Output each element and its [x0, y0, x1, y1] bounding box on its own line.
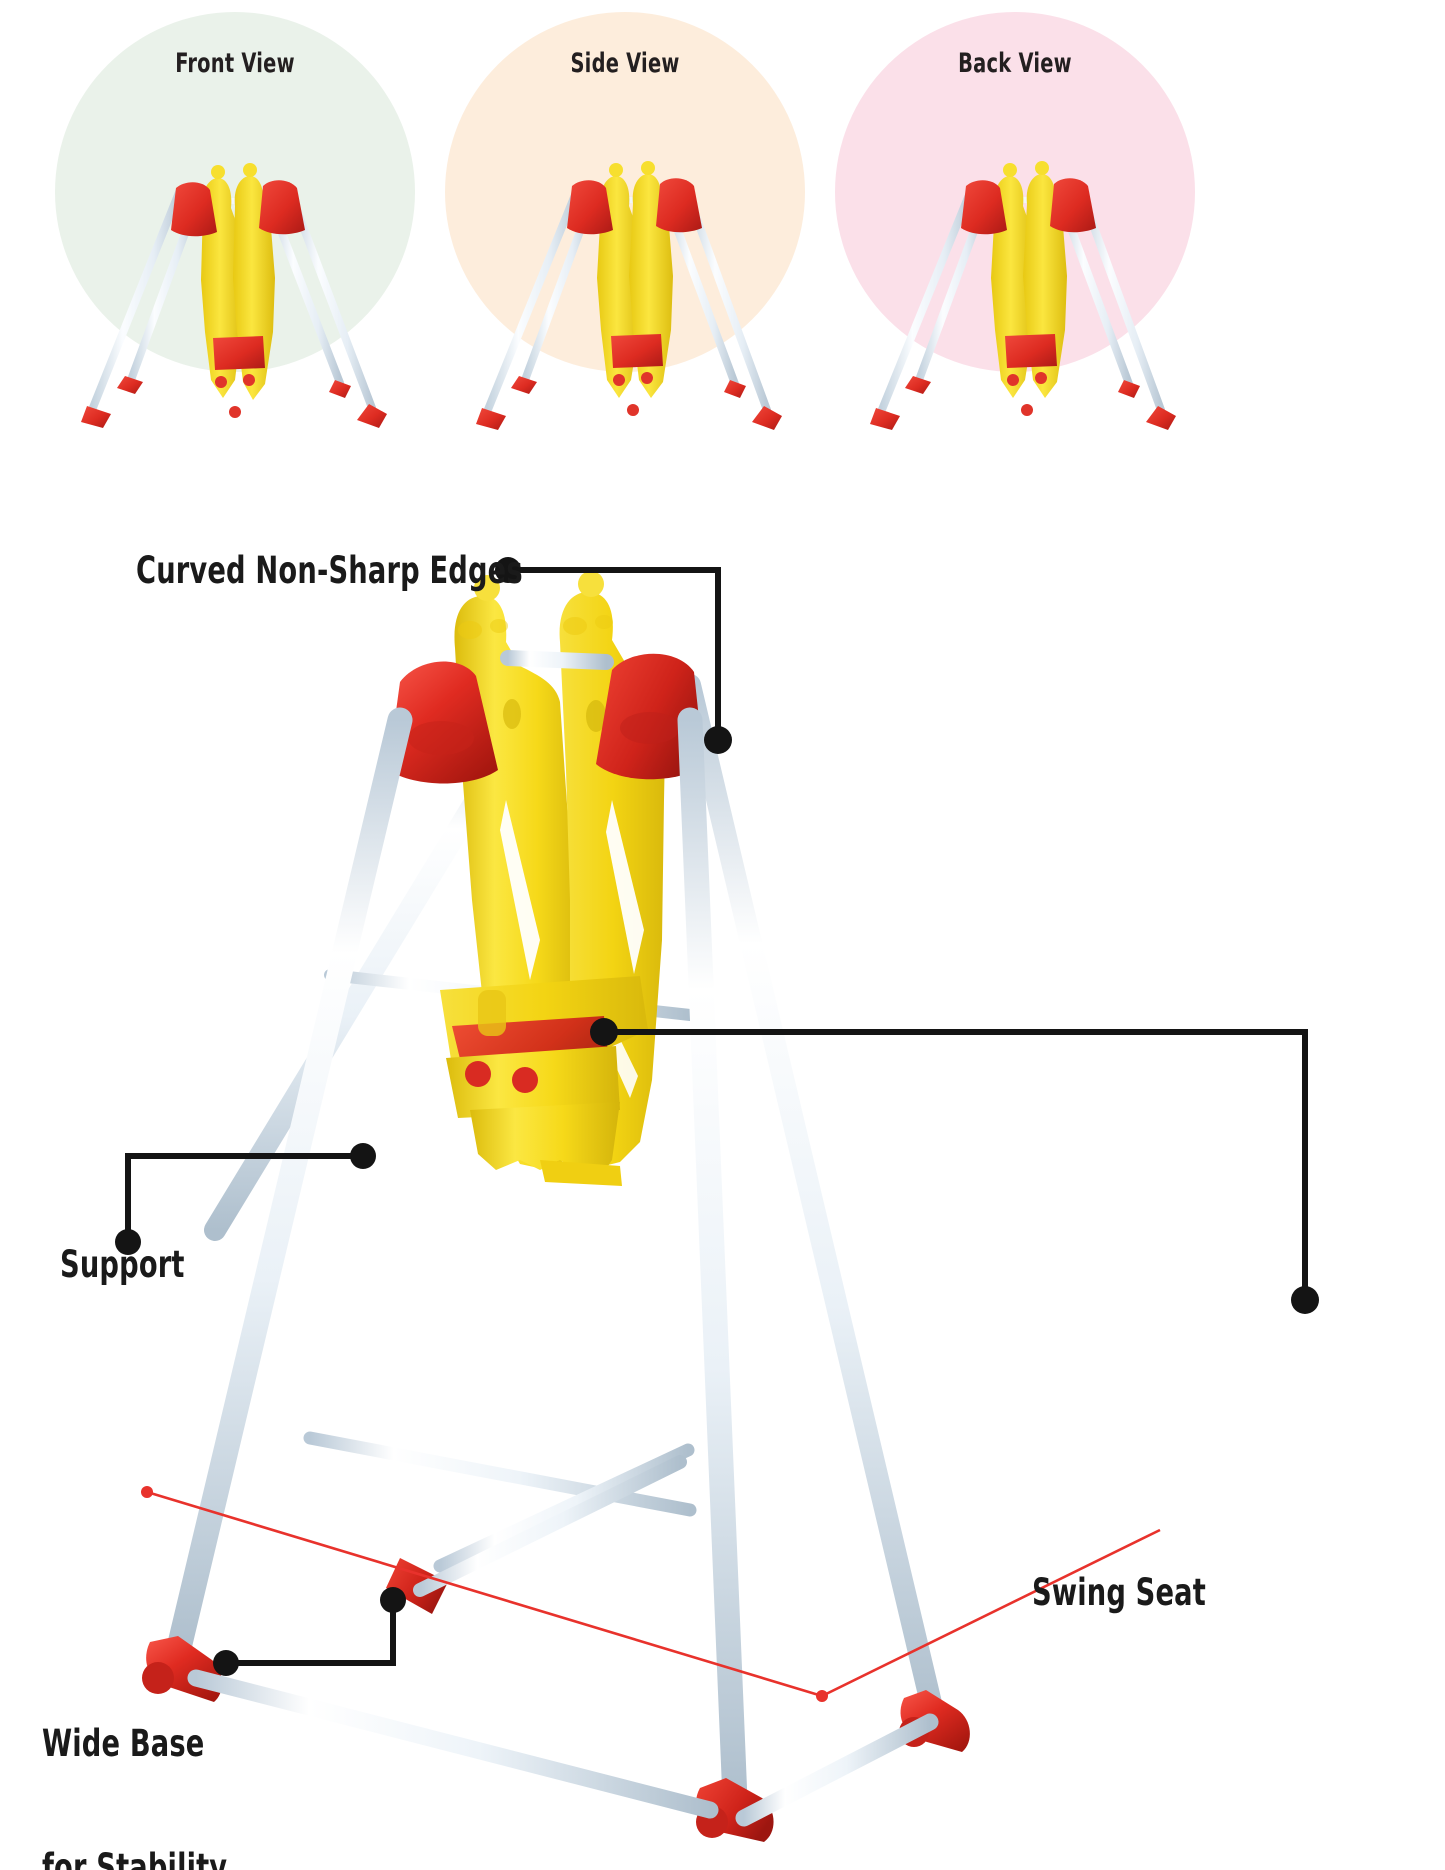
- back-view-label: Back View: [958, 48, 1072, 79]
- thumbnail-side-view[interactable]: Side View: [425, 0, 825, 470]
- front-view-label: Front View: [175, 48, 295, 79]
- callout-label-curved-edges: Curved Non-Sharp Edges: [136, 549, 523, 592]
- callout-label-swing-seat: Swing Seat: [1032, 1571, 1206, 1614]
- back-view-illustration: [870, 161, 1176, 430]
- thumbnail-front-view[interactable]: Front View: [35, 0, 435, 470]
- view-thumbnail-strip: Front View: [0, 0, 1445, 470]
- callout-label-wide-base: Wide Base for Stability: [42, 1640, 227, 1870]
- callout-label-wide-base-line2: for Stability: [42, 1846, 228, 1870]
- side-view-label: Side View: [570, 48, 680, 79]
- side-view-illustration: [476, 161, 782, 430]
- callout-label-wide-base-line1: Wide Base: [42, 1721, 205, 1765]
- wide-base-measure-line: [141, 1486, 1161, 1702]
- front-view-illustration: [81, 163, 387, 428]
- callout-label-support: Support: [60, 1243, 185, 1286]
- thumbnail-back-view[interactable]: Back View: [815, 0, 1215, 470]
- main-product-diagram: Curved Non-Sharp Edges Support Swing Sea…: [0, 470, 1445, 1870]
